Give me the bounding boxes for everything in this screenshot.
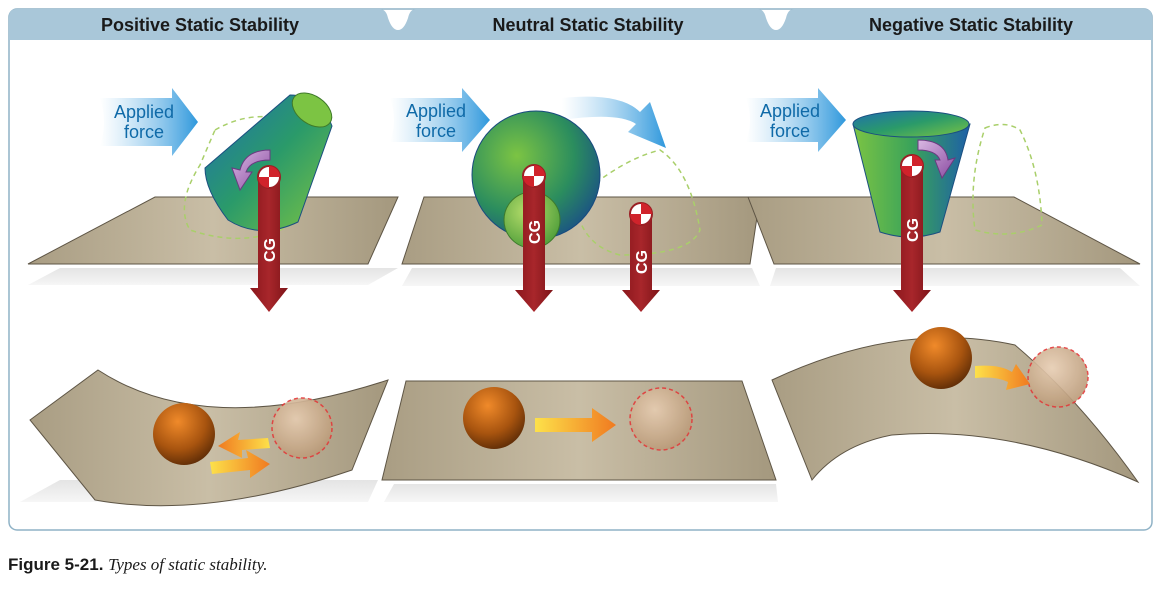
panel-title-negative: Negative Static Stability: [869, 15, 1073, 35]
panel-negative: Applied force CG: [746, 88, 1141, 484]
applied-force-label-line1: Applied: [760, 101, 820, 121]
ghost-ball-icon: [629, 387, 693, 451]
panel-positive: Applied force CG: [20, 88, 399, 507]
figure-caption: Figure 5-21. Types of static stability.: [8, 555, 267, 575]
panel-title-positive: Positive Static Stability: [101, 15, 299, 35]
cg-arrow-icon: [515, 176, 553, 312]
move-arrow-right-icon: [975, 364, 1030, 390]
applied-force-arrow-icon: [390, 88, 490, 152]
cg-marker-icon: [900, 154, 924, 178]
curved-motion-arrow-icon: [562, 96, 666, 148]
cg-label: CG: [262, 238, 279, 262]
lower-shadow: [384, 484, 778, 502]
applied-force-label-line2: force: [124, 122, 164, 142]
move-arrow-right-icon: [535, 408, 616, 442]
floor-plane: [27, 196, 399, 265]
cg-marker-icon-2: [629, 202, 653, 226]
ghost-outline: [183, 115, 297, 240]
applied-force-label-line1: Applied: [114, 102, 174, 122]
cg-arrow-icon-2: [622, 214, 660, 312]
ghost-outline: [574, 149, 701, 256]
cg-label: CG: [527, 220, 544, 244]
applied-force-label-line2: force: [416, 121, 456, 141]
static-stability-figure: Positive Static Stability Neutral Static…: [8, 8, 1153, 531]
header-band: [9, 9, 1152, 40]
ball-icon: [910, 327, 972, 389]
panel-title-neutral: Neutral Static Stability: [492, 15, 683, 35]
panel-neutral: Applied force CG CG: [381, 88, 778, 502]
floor-shadow: [770, 268, 1140, 286]
applied-force-label-line2: force: [770, 121, 810, 141]
applied-force-label-line1: Applied: [406, 101, 466, 121]
cg-marker-icon: [257, 165, 281, 189]
rotation-arrow-icon: [231, 149, 271, 192]
ball-icon: [153, 403, 215, 465]
cg-arrow-icon: [250, 178, 288, 312]
applied-force-arrow-icon: [746, 88, 846, 152]
cg-label-2: CG: [634, 250, 651, 274]
move-arrow-left-icon: [218, 432, 270, 458]
ball-icon: [463, 387, 525, 449]
rotation-arrow-icon: [917, 139, 957, 180]
applied-force-arrow-icon: [100, 88, 198, 156]
ghost-outline: [972, 123, 1043, 235]
figure-caption-text: Types of static stability.: [108, 555, 268, 574]
move-arrow-right-icon: [210, 450, 270, 478]
figure-number: Figure 5-21.: [8, 555, 104, 574]
ghost-ball-icon: [1027, 346, 1089, 408]
cg-arrow-icon: [893, 166, 931, 312]
ghost-ball-icon: [271, 397, 333, 459]
cg-label: CG: [905, 218, 922, 242]
cg-marker-icon: [522, 164, 546, 188]
floor-shadow: [402, 268, 760, 286]
floor-shadow: [28, 268, 398, 285]
